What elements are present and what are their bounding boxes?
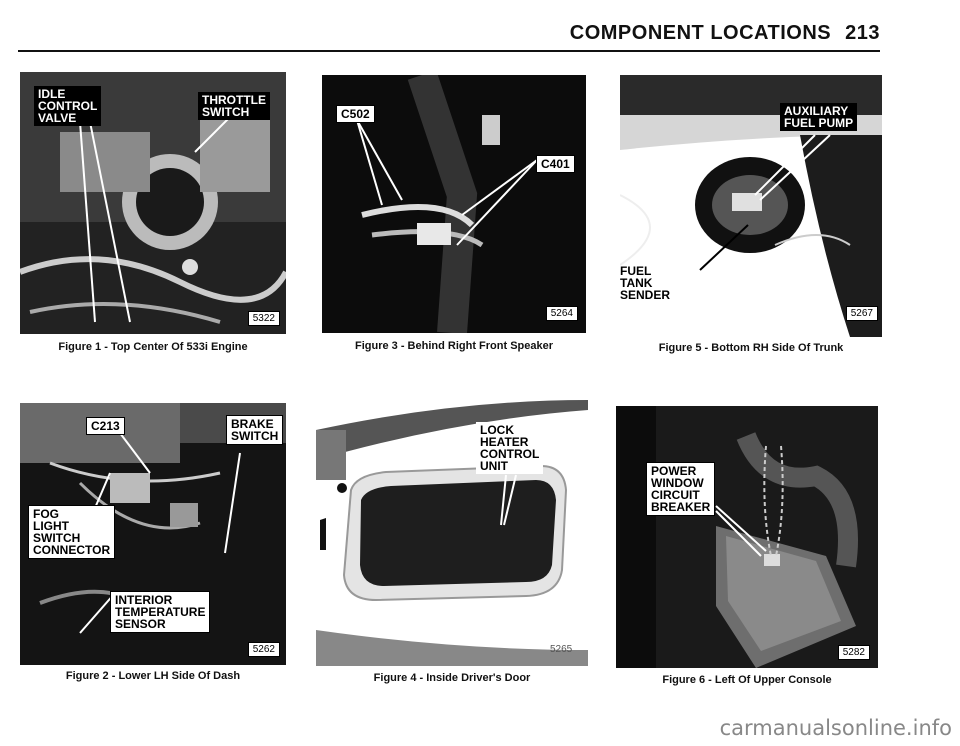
label-throttle-switch: THROTTLE SWITCH xyxy=(198,92,270,120)
header-rule xyxy=(18,50,880,52)
figure-5-photo: AUXILIARY FUEL PUMP FUEL TANK SENDER 526… xyxy=(620,75,882,337)
page-number: 213 xyxy=(845,22,880,44)
figure-5-number: 5267 xyxy=(845,306,878,321)
label-power-window-circuit-breaker: POWER WINDOW CIRCUIT BREAKER xyxy=(646,462,716,516)
figure-6-number: 5282 xyxy=(837,645,870,660)
figure-1-number: 5322 xyxy=(247,311,280,326)
figure-3-number: 5264 xyxy=(545,306,578,321)
figure-1-photo: IDLE CONTROL VALVE THROTTLE SWITCH 5322 xyxy=(20,72,286,334)
label-lock-heater-control-unit: LOCK HEATER CONTROL UNIT xyxy=(476,422,544,474)
label-idle-control-valve: IDLE CONTROL VALVE xyxy=(34,86,102,126)
figure-6-caption: Figure 6 - Left Of Upper Console xyxy=(662,674,832,686)
label-auxiliary-fuel-pump: AUXILIARY FUEL PUMP xyxy=(780,103,858,131)
label-fog-light-switch-connector: FOG LIGHT SWITCH CONNECTOR xyxy=(28,505,116,559)
label-fuel-tank-sender: FUEL TANK SENDER xyxy=(620,264,671,302)
page-header: COMPONENT LOCATIONS 213 xyxy=(570,22,880,45)
figure-4-photo: LOCK HEATER CONTROL UNIT 5265 xyxy=(316,400,588,666)
figure-2-number: 5262 xyxy=(247,642,280,657)
figure-2-photo: C213 BRAKE SWITCH FOG LIGHT SWITCH CONNE… xyxy=(20,403,286,665)
figure-1-caption: Figure 1 - Top Center Of 533i Engine xyxy=(58,341,248,353)
figure-3-caption: Figure 3 - Behind Right Front Speaker xyxy=(354,340,554,352)
label-interior-temperature-sensor: INTERIOR TEMPERATURE SENSOR xyxy=(110,591,211,633)
label-c502: C502 xyxy=(336,105,375,123)
label-brake-switch: BRAKE SWITCH xyxy=(226,415,284,445)
figure-2-caption: Figure 2 - Lower LH Side Of Dash xyxy=(65,670,241,682)
figure-3-photo: C502 C401 5264 xyxy=(322,75,586,333)
figure-5-caption: Figure 5 - Bottom RH Side Of Trunk xyxy=(658,342,844,354)
section-title: COMPONENT LOCATIONS xyxy=(569,22,832,44)
figure-6-photo: POWER WINDOW CIRCUIT BREAKER 5282 xyxy=(616,406,878,668)
watermark: carmanualsonline.info xyxy=(719,716,952,740)
figure-4-number: 5265 xyxy=(550,644,573,655)
label-c213: C213 xyxy=(86,417,125,435)
label-c401: C401 xyxy=(536,155,575,173)
figure-4-caption: Figure 4 - Inside Driver's Door xyxy=(373,672,531,684)
